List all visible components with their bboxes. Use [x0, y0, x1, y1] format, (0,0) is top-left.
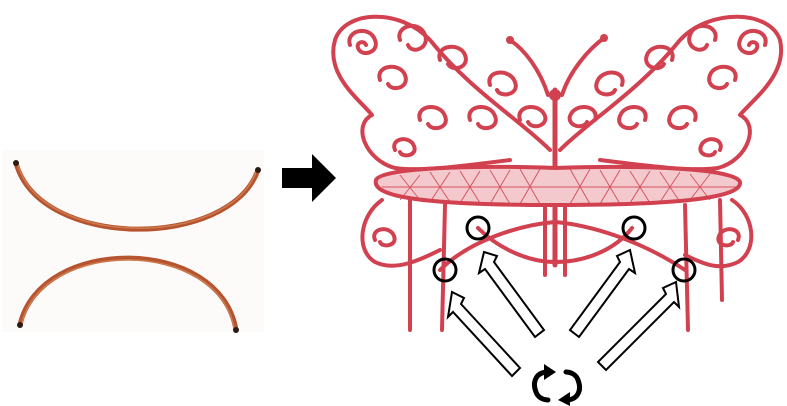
bench-scroll [399, 26, 426, 50]
bench-scroll [519, 107, 545, 126]
bench-leg [442, 205, 445, 330]
bench-scroll [619, 107, 646, 128]
part-end-cap [233, 327, 239, 333]
bench-scroll [689, 26, 716, 50]
bench-scroll [469, 107, 496, 128]
part-end-cap [13, 160, 19, 166]
bench-scroll [700, 139, 720, 155]
bench-scroll [394, 139, 414, 155]
bench-scroll [349, 31, 376, 53]
component-part [2, 150, 264, 333]
bench-scroll [419, 107, 446, 128]
bench-scroll [739, 31, 766, 53]
outline-arrow-icon [448, 292, 520, 376]
bench-body-knob [549, 89, 561, 101]
part-end-cap [17, 322, 23, 328]
part-end-cap [255, 167, 261, 173]
bench-scroll [596, 73, 622, 95]
bench-seat [376, 167, 740, 205]
bench-scroll [374, 229, 394, 245]
bench-antenna-tip [600, 34, 608, 42]
bench-leg [720, 200, 722, 300]
outline-arrow-icon [570, 250, 635, 337]
bench-leg [685, 205, 688, 330]
bench-right-upper-wing [560, 17, 781, 169]
bench-ornaments [506, 34, 608, 101]
bench-left-upper-wing [333, 17, 550, 169]
bench-scroll [379, 67, 406, 88]
bench-right-lower-wing [685, 200, 751, 266]
bench-scroll [709, 67, 736, 88]
bench-scroll [489, 73, 515, 95]
outline-arrow-icon [479, 252, 544, 337]
rotate-clockwise-icon [535, 372, 580, 400]
right-arrow-icon [282, 154, 336, 202]
bench-scroll [669, 107, 696, 128]
bench-antenna-tip [506, 36, 514, 44]
butterfly-bench [333, 17, 781, 265]
